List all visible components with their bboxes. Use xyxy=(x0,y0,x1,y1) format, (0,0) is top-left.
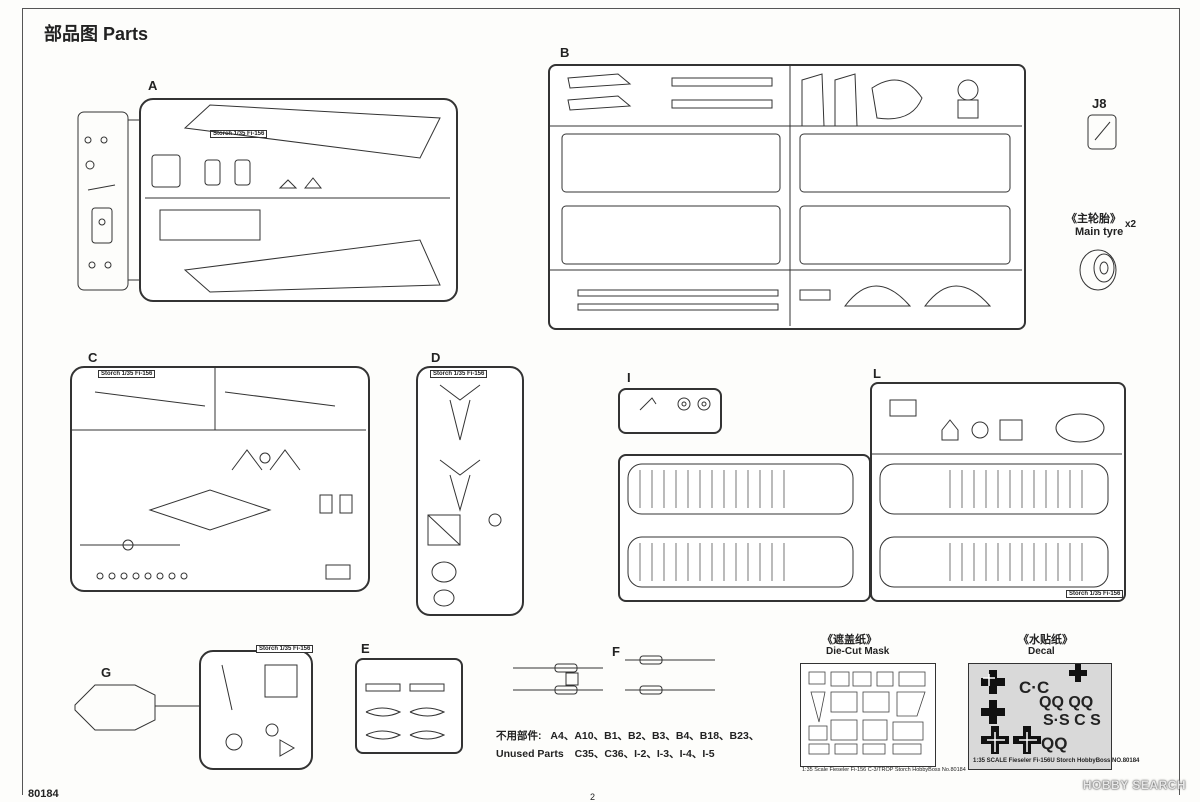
i-wheel-2 xyxy=(697,397,711,411)
main-tyre-cn: 《主轮胎》 xyxy=(1066,213,1121,225)
b-wing-panel-2 xyxy=(561,205,781,265)
sprue-label-l: L xyxy=(873,366,881,381)
decal-code-3: S·S C S xyxy=(1043,712,1101,729)
sprue-label-g: G xyxy=(101,665,112,680)
balkenkreuz-1 xyxy=(981,670,1005,694)
main-tyre-outer xyxy=(1079,249,1117,291)
sprue-i-frame xyxy=(618,388,722,434)
main-tyre-en: Main tyre xyxy=(1075,226,1124,238)
sprue-d-tag: Storch 1/35 Fi-156 xyxy=(430,370,488,378)
decal-code-2: QQ QQ xyxy=(1039,694,1094,711)
balkenkreuz-2 xyxy=(1069,664,1087,682)
d-strut-lower xyxy=(439,459,481,512)
unused-parts-list: 不用部件: A4、A10、B1、B2、B3、B4、B18、B23、 Unused… xyxy=(496,727,759,763)
unused-parts-cn-list: A4、A10、B1、B2、B3、B4、B18、B23、 xyxy=(550,730,760,742)
b-wing-panel-3 xyxy=(799,133,1011,193)
a-seat xyxy=(151,154,181,188)
main-tyre-qty: x2 xyxy=(1125,219,1137,230)
sprue-a-frame xyxy=(139,98,458,302)
unused-parts-cn-row: 不用部件: A4、A10、B1、B2、B3、B4、B18、B23、 xyxy=(496,727,759,745)
mask-caption: 1:35 Scale Fieseler Fi-156 C-3/TROP Stor… xyxy=(802,767,966,773)
sprue-g-tag: Storch 1/35 Fi-156 xyxy=(256,645,314,653)
sprue-d-frame xyxy=(416,366,524,616)
l-glazing-right-2 xyxy=(879,536,1109,588)
sprue-b-frame xyxy=(548,64,1026,330)
l-glazing-left-2 xyxy=(627,536,854,588)
balkenkreuz-3 xyxy=(981,700,1005,724)
sprue-a-side-rail xyxy=(77,111,129,291)
decal-code-1: C·C xyxy=(1019,678,1050,697)
sprue-label-a: A xyxy=(148,78,158,93)
part-label-j8: J8 xyxy=(1092,96,1107,111)
mask-title-en: Die-Cut Mask xyxy=(826,646,890,657)
decal-caption: 1:35 SCALE Fieseler Fi-156U Storch Hobby… xyxy=(973,758,1140,764)
g-windscreen xyxy=(264,664,298,698)
sprue-label-d: D xyxy=(431,350,441,365)
b-wing-panel-1 xyxy=(561,133,781,193)
unused-parts-cn-label: 不用部件: xyxy=(496,730,542,742)
d-strut-upper xyxy=(439,384,481,441)
c-small-parts xyxy=(96,572,188,580)
sprue-l-tag: Storch 1/35 Fi-156 xyxy=(1066,590,1124,598)
sprue-l-left-frame xyxy=(618,454,871,602)
decal-sheet: C·C QQ QQ S·S C S QQ 1:35 SCALE Fieseler… xyxy=(968,663,1139,770)
sprue-label-e: E xyxy=(361,641,370,656)
decal-crosses xyxy=(981,664,1087,754)
j8-part xyxy=(1087,114,1117,150)
mask-title-cn: 《遮盖纸》 xyxy=(822,634,877,646)
die-cut-mask-sheet xyxy=(800,663,936,767)
hobby-search-watermark: HOBBY SEARCH xyxy=(1082,778,1186,792)
decal-title-en: Decal xyxy=(1028,646,1055,657)
sprue-label-b: B xyxy=(560,45,570,60)
page-title: 部品图 Parts xyxy=(44,24,149,44)
sprue-c-tag: Storch 1/35 Fi-156 xyxy=(98,370,156,378)
sprue-label-c: C xyxy=(88,350,98,365)
product-code: 80184 xyxy=(28,788,59,800)
sprue-a-tag: Storch 1/35 Fi-156 xyxy=(210,130,268,138)
l-glazing-left-1 xyxy=(627,463,854,515)
a-wing-upper xyxy=(183,104,441,159)
l-glazing-right-1 xyxy=(879,463,1109,515)
instruction-sheet-border xyxy=(22,8,1180,795)
unused-parts-en-row: Unused Parts C35、C36、I-2、I-3、I-4、I-5 xyxy=(496,745,759,763)
decal-title-cn: 《水贴纸》 xyxy=(1018,634,1073,646)
unused-parts-en-list: C35、C36、I-2、I-3、I-4、I-5 xyxy=(574,748,715,760)
a-wing-lower xyxy=(183,239,441,293)
b-wing-panel-4 xyxy=(799,205,1011,265)
page-number: 2 xyxy=(590,792,596,802)
i-wheel-1 xyxy=(677,397,691,411)
g-engine-cowl xyxy=(74,684,156,731)
sprue-label-f: F xyxy=(612,644,620,659)
mask-shapes xyxy=(808,671,926,755)
c-frame-part xyxy=(148,489,272,531)
decal-code-4: QQ xyxy=(1041,734,1068,753)
sprue-label-i: I xyxy=(627,370,631,385)
unused-parts-en-label: Unused Parts xyxy=(496,748,564,760)
